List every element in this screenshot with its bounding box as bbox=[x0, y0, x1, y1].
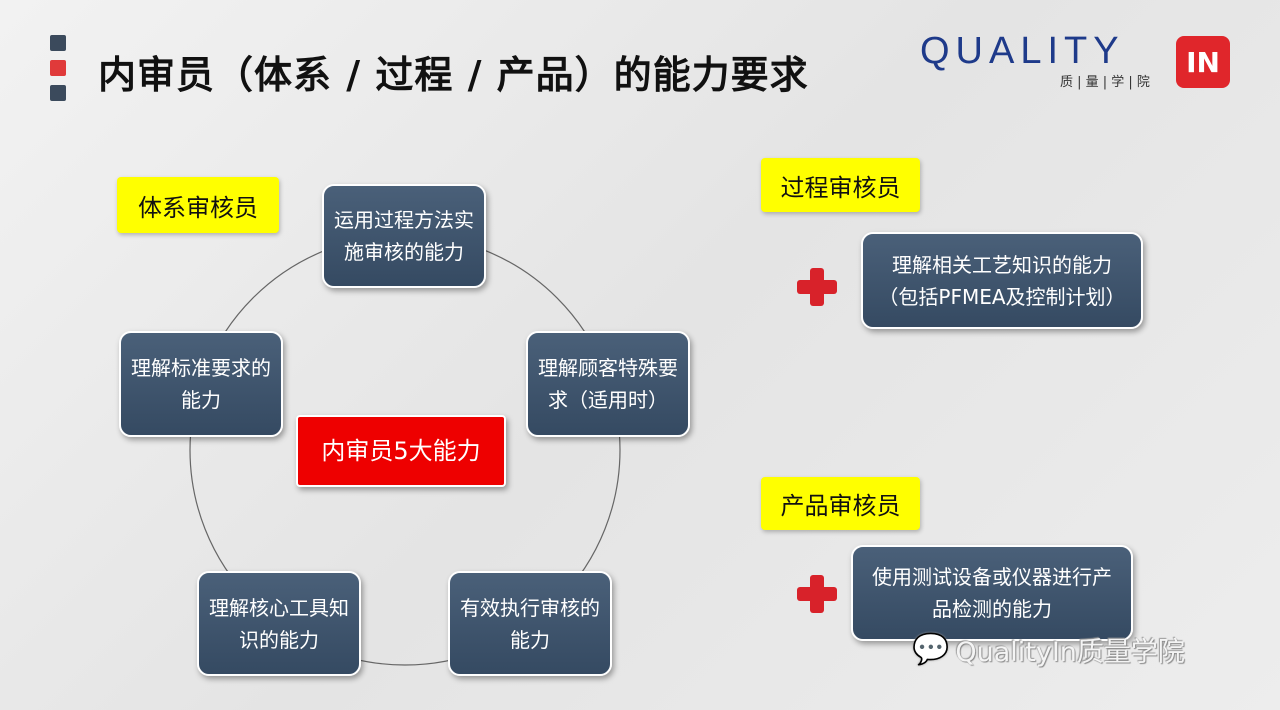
ability-process-approach: 运用过程方法实施审核的能力 bbox=[322, 184, 486, 288]
ability-standard-requirements: 理解标准要求的能力 bbox=[119, 331, 283, 437]
process-ability: 理解相关工艺知识的能力（包括PFMEA及控制计划） bbox=[861, 232, 1143, 329]
plus-icon bbox=[797, 575, 837, 613]
page-title: 内审员（体系 / 过程 / 产品）的能力要求 bbox=[98, 53, 809, 97]
product-ability: 使用测试设备或仪器进行产品检测的能力 bbox=[851, 545, 1133, 641]
process-auditor-label: 过程审核员 bbox=[761, 158, 920, 212]
decor-square bbox=[50, 85, 66, 101]
wechat-icon: 💬 bbox=[912, 632, 950, 667]
ability-core-tools: 理解核心工具知识的能力 bbox=[197, 571, 361, 676]
center-five-abilities: 内审员5大能力 bbox=[296, 415, 506, 487]
system-auditor-label: 体系审核员 bbox=[117, 177, 279, 233]
decor-square bbox=[50, 35, 66, 51]
logo: QUALITY 质 | 量 | 学 | 院 IN bbox=[920, 30, 1230, 90]
ability-customer-requirements: 理解顾客特殊要求（适用时） bbox=[526, 331, 690, 437]
watermark: 💬 QualityIn质量学院 bbox=[912, 632, 1185, 668]
plus-icon bbox=[797, 268, 837, 306]
ability-execute-audit: 有效执行审核的能力 bbox=[448, 571, 612, 676]
decor-square bbox=[50, 60, 66, 76]
product-auditor-label: 产品审核员 bbox=[761, 477, 920, 530]
